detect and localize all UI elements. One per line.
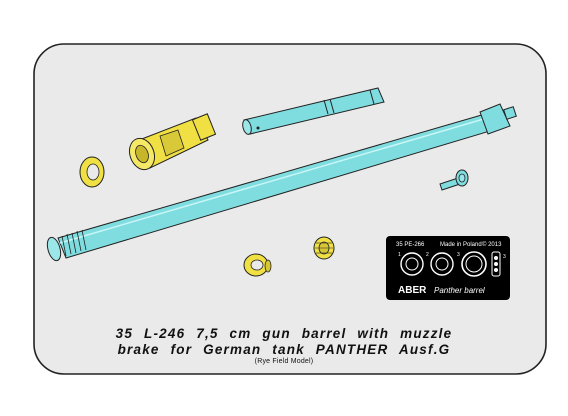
caption-line-1: 35 L-246 7,5 cm gun barrel with muzzle <box>115 326 453 341</box>
caption-line-2: brake for German tank PANTHER Ausf.G <box>117 342 451 357</box>
pin-icon <box>439 169 469 191</box>
fret-label: Panther barrel <box>434 286 485 295</box>
fret-origin: Made in Poland <box>440 242 482 248</box>
gun-barrel-icon <box>46 103 517 262</box>
muzzle-brake-icon <box>128 113 217 171</box>
barrel-tube-icon <box>242 87 385 135</box>
fret-part-number: 3 <box>503 254 506 260</box>
fret-part-number: 2 <box>426 252 429 258</box>
fret-copyright: © 2013 <box>482 241 502 248</box>
fret-brand-logo: ABER <box>398 285 427 296</box>
fret-code: 35 PE-266 <box>396 242 425 248</box>
caption-line-3: (Rye Field Model) <box>254 358 314 365</box>
washer-icon <box>79 156 105 188</box>
threaded-ring-icon <box>313 236 335 260</box>
card-background <box>33 43 547 375</box>
fret-part-number: 3 <box>457 252 460 258</box>
photo-etch-fret-icon: 35 PE-266 Made in Poland © 2013 1 2 3 3 … <box>386 236 510 300</box>
fret-part-number: 1 <box>398 252 401 258</box>
washer-icon <box>243 253 272 277</box>
